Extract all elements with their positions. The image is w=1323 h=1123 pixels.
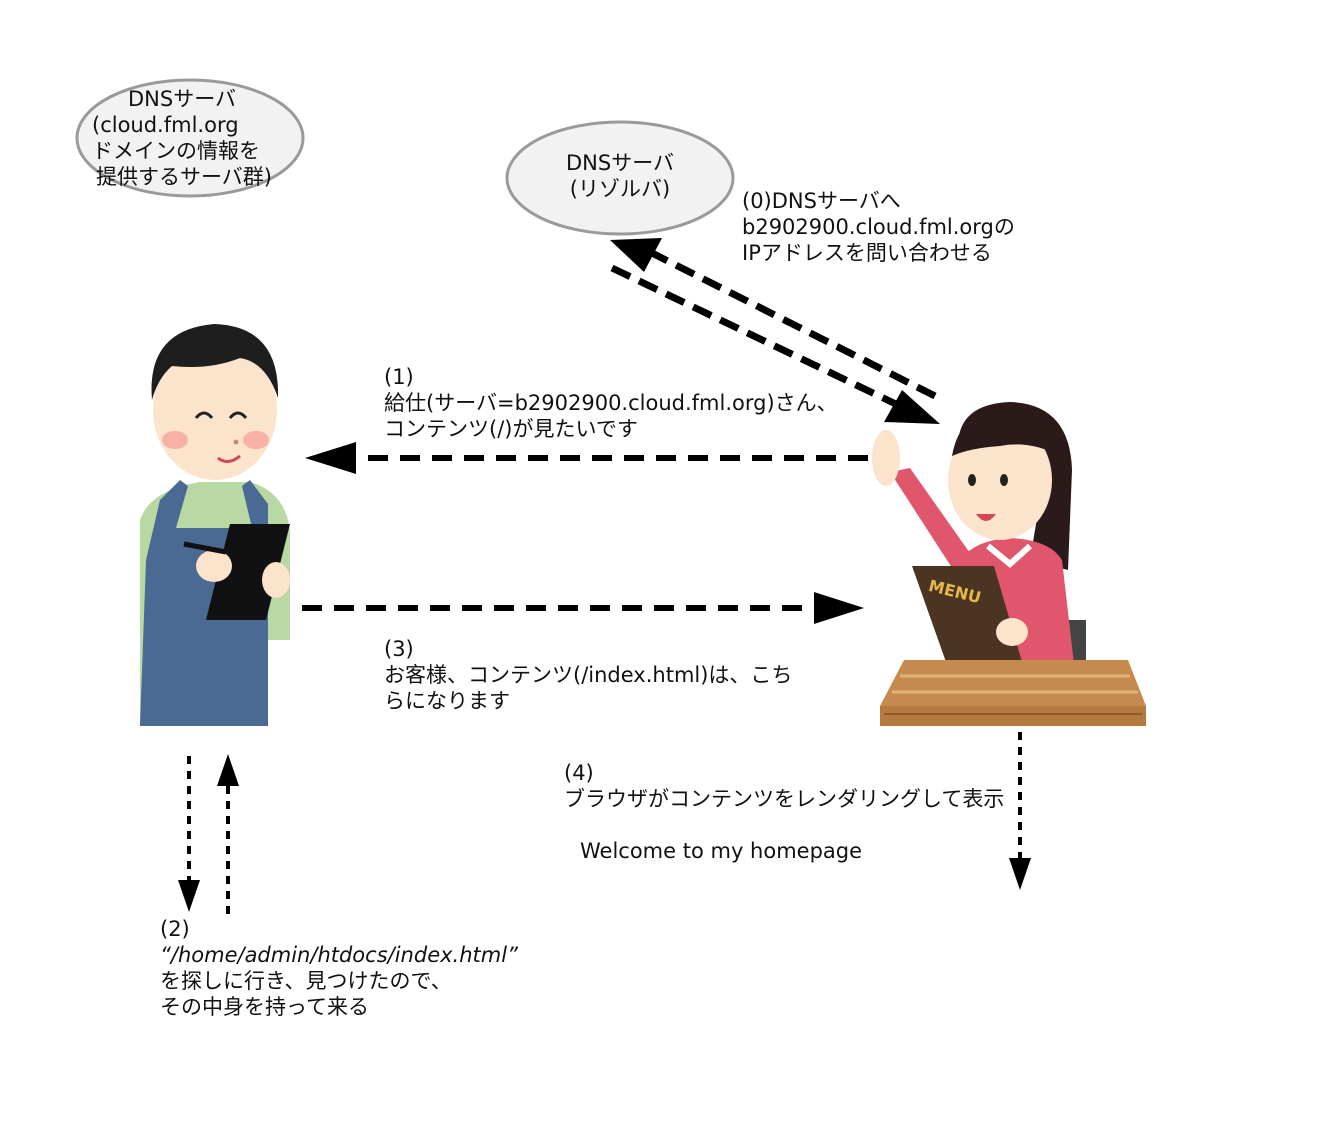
dns-authoritative-line: ドメインの情報を	[92, 139, 260, 163]
step2-line: を探しに行き、見つけたので、	[160, 969, 452, 993]
step2-line: その中身を持って来る	[160, 995, 369, 1019]
step0-line: (0)DNSサーバへ	[742, 189, 901, 213]
arrow-dns-response	[610, 264, 940, 424]
dns-resolver-label: DNSサーバ (リゾルバ)	[540, 150, 700, 202]
arrow-request	[305, 442, 868, 474]
arrow-response	[302, 592, 864, 624]
arrow-fetch-down	[178, 756, 200, 912]
step1-line: (1)	[384, 365, 414, 389]
dns-authoritative-ellipse	[75, 78, 305, 198]
step4-label: (4) ブラウザがコンテンツをレンダリングして表示	[564, 760, 1004, 812]
step3-line: お客様、コンテンツ(/index.html)は、こち	[384, 663, 793, 687]
dns-authoritative-line: 提供するサーバ群)	[96, 165, 272, 189]
waiter-illustration	[140, 324, 290, 726]
step0-line: IPアドレスを問い合わせる	[742, 241, 992, 265]
step4-line: ブラウザがコンテンツをレンダリングして表示	[564, 787, 1005, 811]
dns-resolver-ellipse	[505, 120, 735, 236]
step3-label: (3) お客様、コンテンツ(/index.html)は、こち らになります	[384, 636, 792, 714]
step1-line: 給仕(サーバ=b2902900.cloud.fml.org)さん、	[384, 391, 838, 415]
dns-authoritative-line: DNSサーバ	[128, 87, 236, 111]
arrow-dns-query	[610, 238, 937, 400]
step2-path: “/home/admin/htdocs/index.html”	[160, 943, 518, 967]
arrow-fetch-up	[217, 754, 239, 914]
dns-authoritative-line: (cloud.fml.org	[92, 113, 239, 137]
step1-line: コンテンツ(/)が見たいです	[384, 417, 638, 441]
table-illustration	[880, 660, 1146, 726]
step3-line: らになります	[384, 689, 510, 713]
dns-resolver-line: (リゾルバ)	[569, 177, 671, 201]
dns-resolver-line: DNSサーバ	[566, 151, 674, 175]
arrow-render	[1009, 732, 1031, 890]
step2-label: (2) “/home/admin/htdocs/index.html” を探しに…	[160, 916, 518, 1020]
step3-line: (3)	[384, 637, 414, 661]
step2-number: (2)	[160, 917, 190, 941]
step0-label: (0)DNSサーバへ b2902900.cloud.fml.orgの IPアドレ…	[742, 188, 1015, 266]
dns-authoritative-label: DNSサーバ (cloud.fml.org ドメインの情報を 提供するサーバ群)	[92, 86, 272, 190]
step4-line: (4)	[564, 761, 594, 785]
step1-label: (1) 給仕(サーバ=b2902900.cloud.fml.org)さん、 コン…	[384, 364, 838, 442]
customer-illustration: MENU	[872, 402, 1086, 664]
step0-line: b2902900.cloud.fml.orgの	[742, 215, 1015, 239]
rendered-page-content: Welcome to my homepage	[580, 839, 863, 863]
